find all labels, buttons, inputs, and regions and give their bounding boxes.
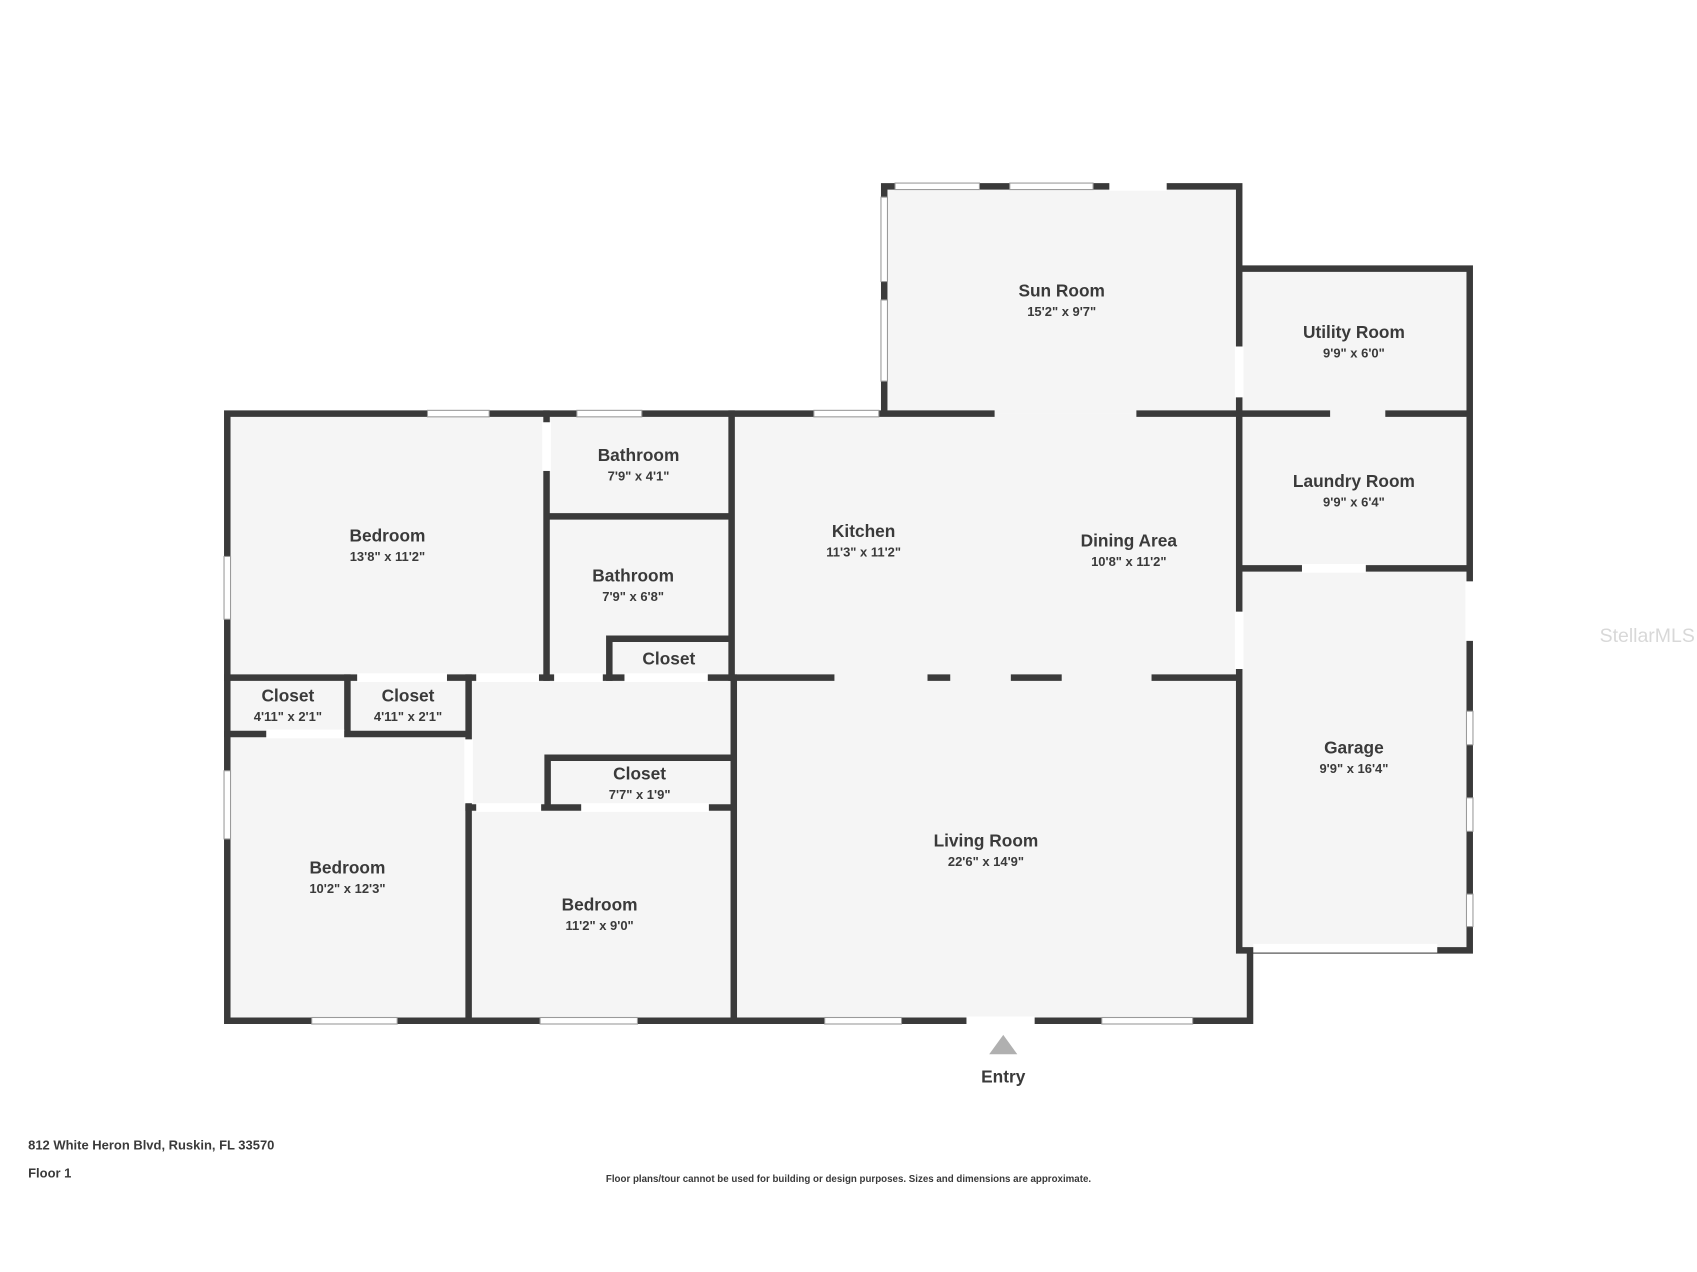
room-laundry-room: Laundry Room 9'9" x 6'4" xyxy=(1293,471,1415,509)
svg-text:7'7" x 1'9": 7'7" x 1'9" xyxy=(609,787,671,802)
svg-text:10'8" x 11'2": 10'8" x 11'2" xyxy=(1091,554,1166,569)
svg-text:13'8" x 11'2": 13'8" x 11'2" xyxy=(350,549,425,564)
room-bathroom-1: Bathroom 7'9" x 4'1" xyxy=(598,445,680,483)
room-garage: Garage 9'9" x 16'4" xyxy=(1319,737,1388,775)
room-bedroom-3: Bedroom 11'2" x 9'0" xyxy=(562,894,638,932)
svg-text:7'9" x 4'1": 7'9" x 4'1" xyxy=(608,469,670,484)
svg-text:Laundry Room: Laundry Room xyxy=(1293,471,1415,491)
svg-text:9'9" x 6'4": 9'9" x 6'4" xyxy=(1323,495,1385,510)
room-closet-1: Closet 4'11" x 2'1" xyxy=(254,685,322,723)
svg-text:Dining Area: Dining Area xyxy=(1081,531,1178,551)
svg-text:Bathroom: Bathroom xyxy=(592,565,674,585)
room-bedroom-1: Bedroom 13'8" x 11'2" xyxy=(349,525,425,563)
room-floors xyxy=(227,186,1470,1021)
svg-text:15'2" x 9'7": 15'2" x 9'7" xyxy=(1027,304,1096,319)
svg-text:Bathroom: Bathroom xyxy=(598,445,680,465)
svg-text:Closet: Closet xyxy=(613,763,666,783)
svg-text:Bedroom: Bedroom xyxy=(562,894,638,914)
floor-label: Floor 1 xyxy=(28,1166,71,1181)
entry-label: Entry xyxy=(981,1066,1026,1086)
entry-arrow-icon xyxy=(989,1034,1018,1055)
svg-text:11'3" x 11'2": 11'3" x 11'2" xyxy=(826,544,901,559)
room-dining-area: Dining Area 10'8" x 11'2" xyxy=(1081,531,1178,569)
room-sun-room: Sun Room 15'2" x 9'7" xyxy=(1018,281,1104,319)
svg-text:10'2" x 12'3": 10'2" x 12'3" xyxy=(309,881,385,896)
svg-text:Living Room: Living Room xyxy=(934,831,1039,851)
svg-text:4'11" x 2'1": 4'11" x 2'1" xyxy=(374,709,442,724)
svg-text:Bedroom: Bedroom xyxy=(309,858,385,878)
svg-text:Closet: Closet xyxy=(382,685,435,705)
windows xyxy=(223,182,1474,1025)
room-closet-3: Closet 7'7" x 1'9" xyxy=(609,763,671,801)
room-living-room: Living Room 22'6" x 14'9" xyxy=(934,831,1039,869)
doorways xyxy=(266,181,1475,1026)
svg-text:4'11" x 2'1": 4'11" x 2'1" xyxy=(254,709,322,724)
svg-text:9'9" x 6'0": 9'9" x 6'0" xyxy=(1323,345,1385,360)
room-closet-bath: Closet xyxy=(642,649,695,669)
svg-text:7'9" x 6'8": 7'9" x 6'8" xyxy=(602,589,664,604)
svg-text:Sun Room: Sun Room xyxy=(1018,281,1104,301)
svg-text:22'6" x 14'9": 22'6" x 14'9" xyxy=(948,854,1024,869)
svg-text:Closet: Closet xyxy=(642,649,695,669)
room-closet-2: Closet 4'11" x 2'1" xyxy=(374,685,442,723)
svg-text:Garage: Garage xyxy=(1324,737,1384,757)
room-bedroom-2: Bedroom 10'2" x 12'3" xyxy=(309,858,385,896)
svg-text:9'9" x 16'4": 9'9" x 16'4" xyxy=(1319,761,1388,776)
svg-text:11'2" x 9'0": 11'2" x 9'0" xyxy=(565,918,633,933)
svg-text:Bedroom: Bedroom xyxy=(349,525,425,545)
room-bathroom-2: Bathroom 7'9" x 6'8" xyxy=(592,565,674,603)
watermark: StellarMLS xyxy=(1600,625,1695,647)
entry-door xyxy=(966,1016,1035,1026)
room-utility-room: Utility Room 9'9" x 6'0" xyxy=(1303,322,1405,360)
svg-text:Closet: Closet xyxy=(261,685,314,705)
disclaimer: Floor plans/tour cannot be used for buil… xyxy=(606,1174,1091,1185)
address: 812 White Heron Blvd, Ruskin, FL 33570 xyxy=(28,1138,274,1153)
svg-text:Utility Room: Utility Room xyxy=(1303,322,1405,342)
room-kitchen: Kitchen 11'3" x 11'2" xyxy=(826,521,901,559)
svg-text:Kitchen: Kitchen xyxy=(832,521,895,541)
